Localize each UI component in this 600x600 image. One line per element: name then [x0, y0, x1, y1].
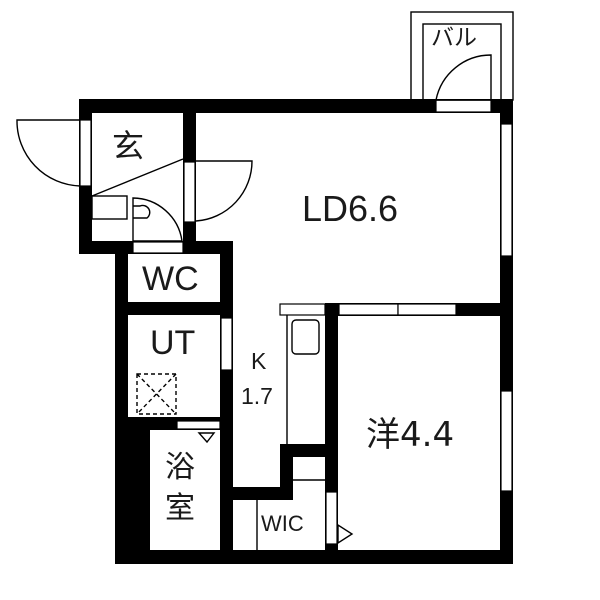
- walls: [79, 99, 513, 564]
- room-label-kitchen-area: 1.7: [241, 383, 273, 409]
- room-label-wic: WIC: [261, 511, 304, 536]
- room-label-bath-1: 浴: [165, 450, 195, 485]
- room-label-entrance: 玄: [112, 127, 145, 165]
- ut-drain: [136, 373, 177, 415]
- room-label-bath-2: 室: [165, 491, 195, 526]
- room-label-western: 洋4.4: [366, 415, 455, 455]
- windows-openings: [79, 99, 513, 545]
- room-label-kitchen-name: K: [251, 348, 267, 374]
- room-label-ld: LD6.6: [302, 188, 399, 229]
- room-label-balcony: バル: [431, 25, 477, 51]
- fixtures: [16, 11, 514, 550]
- room-label-wc: WC: [142, 260, 199, 298]
- room-label-ut: UT: [150, 324, 196, 362]
